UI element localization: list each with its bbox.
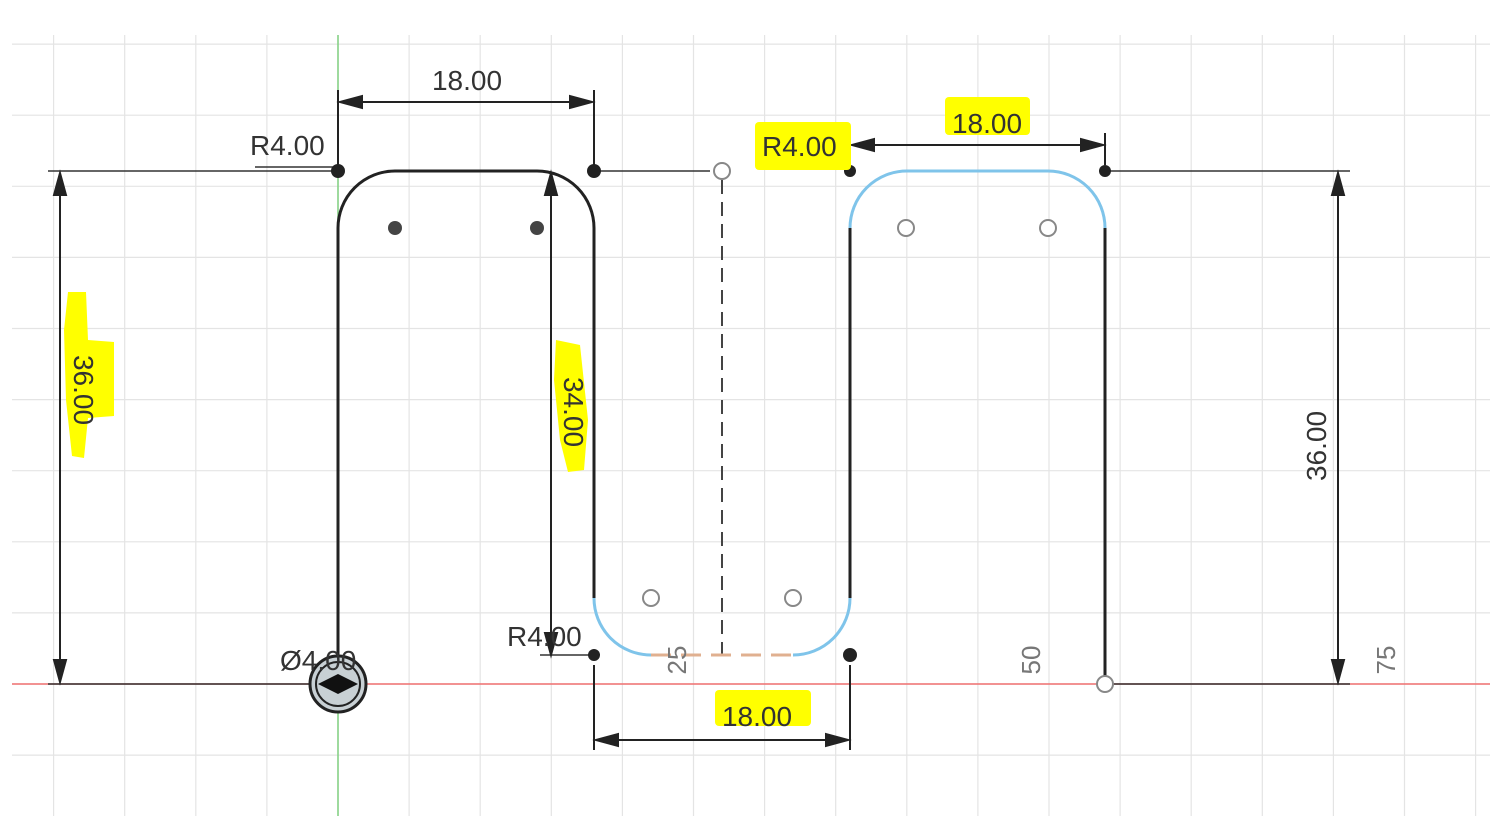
dim-inner-height[interactable]: 34.00 — [558, 377, 589, 447]
dim-right-height[interactable]: 36.00 — [1301, 411, 1332, 481]
profile-selected[interactable] — [592, 169, 1107, 657]
axis-label-25: 25 — [662, 646, 692, 675]
dimension-lines — [52, 90, 1346, 750]
origin-icon[interactable] — [308, 654, 368, 714]
dim-top-left-width[interactable]: 18.00 — [432, 65, 502, 96]
dim-radius-top-right[interactable]: R4.00 — [762, 131, 837, 162]
axis-label-75: 75 — [1371, 646, 1401, 675]
dim-bottom-width[interactable]: 18.00 — [722, 701, 792, 732]
dim-top-right-width[interactable]: 18.00 — [952, 108, 1022, 139]
dim-radius-bottom[interactable]: R4.00 — [507, 621, 582, 652]
highlighter-marks — [64, 97, 1030, 726]
center-points[interactable] — [642, 162, 1114, 693]
axis-label-50: 50 — [1016, 646, 1046, 675]
dim-left-height[interactable]: 36.00 — [68, 355, 99, 425]
profile-black[interactable] — [336, 169, 1107, 684]
dim-radius-top-left[interactable]: R4.00 — [250, 130, 325, 161]
reference-lines — [48, 166, 1350, 685]
dim-origin-diameter[interactable]: Ø4.00 — [280, 645, 356, 676]
